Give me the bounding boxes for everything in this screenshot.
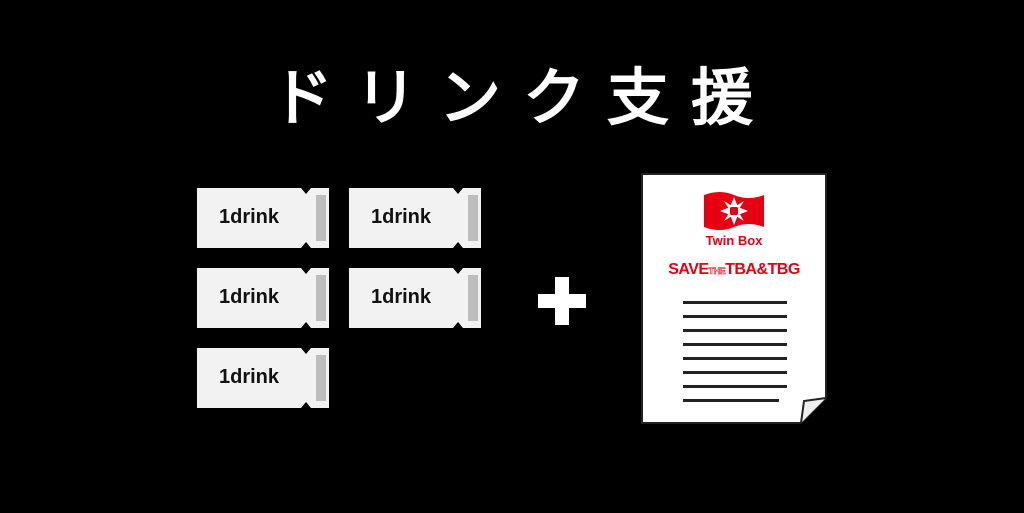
- text-line: [683, 343, 787, 346]
- text-line: [683, 371, 787, 374]
- ticket-label: 1drink: [371, 206, 432, 228]
- ticket-label: 1drink: [219, 286, 280, 308]
- twinbox-flag-logo: [704, 192, 764, 230]
- text-line: [683, 301, 787, 304]
- page-title: ドリンク支援: [270, 61, 775, 134]
- drink-ticket: 1drink: [349, 268, 481, 328]
- headline-save: SAVE: [668, 261, 709, 278]
- drink-ticket: 1drink: [197, 348, 329, 408]
- drink-ticket: 1drink: [349, 188, 481, 248]
- text-line: [683, 385, 787, 388]
- drink-ticket: 1drink: [197, 188, 329, 248]
- document-headline: SAVETHETBA&TBG: [641, 261, 827, 279]
- headline-the: THE: [708, 266, 726, 277]
- drink-ticket: 1drink: [197, 268, 329, 328]
- text-line: [683, 399, 779, 402]
- twinbox-logo-text: Twin Box: [705, 233, 763, 248]
- plus-icon: [538, 277, 586, 325]
- ticket-label: 1drink: [219, 366, 280, 388]
- text-line: [683, 357, 787, 360]
- document-page: [641, 173, 827, 424]
- ticket-label: 1drink: [371, 286, 432, 308]
- ticket-label: 1drink: [219, 206, 280, 228]
- text-line: [683, 315, 787, 318]
- text-line: [683, 329, 787, 332]
- document-icon: Twin Box SAVETHETBA&TBG: [641, 173, 827, 424]
- headline-tba-tbg: TBA&TBG: [725, 261, 800, 278]
